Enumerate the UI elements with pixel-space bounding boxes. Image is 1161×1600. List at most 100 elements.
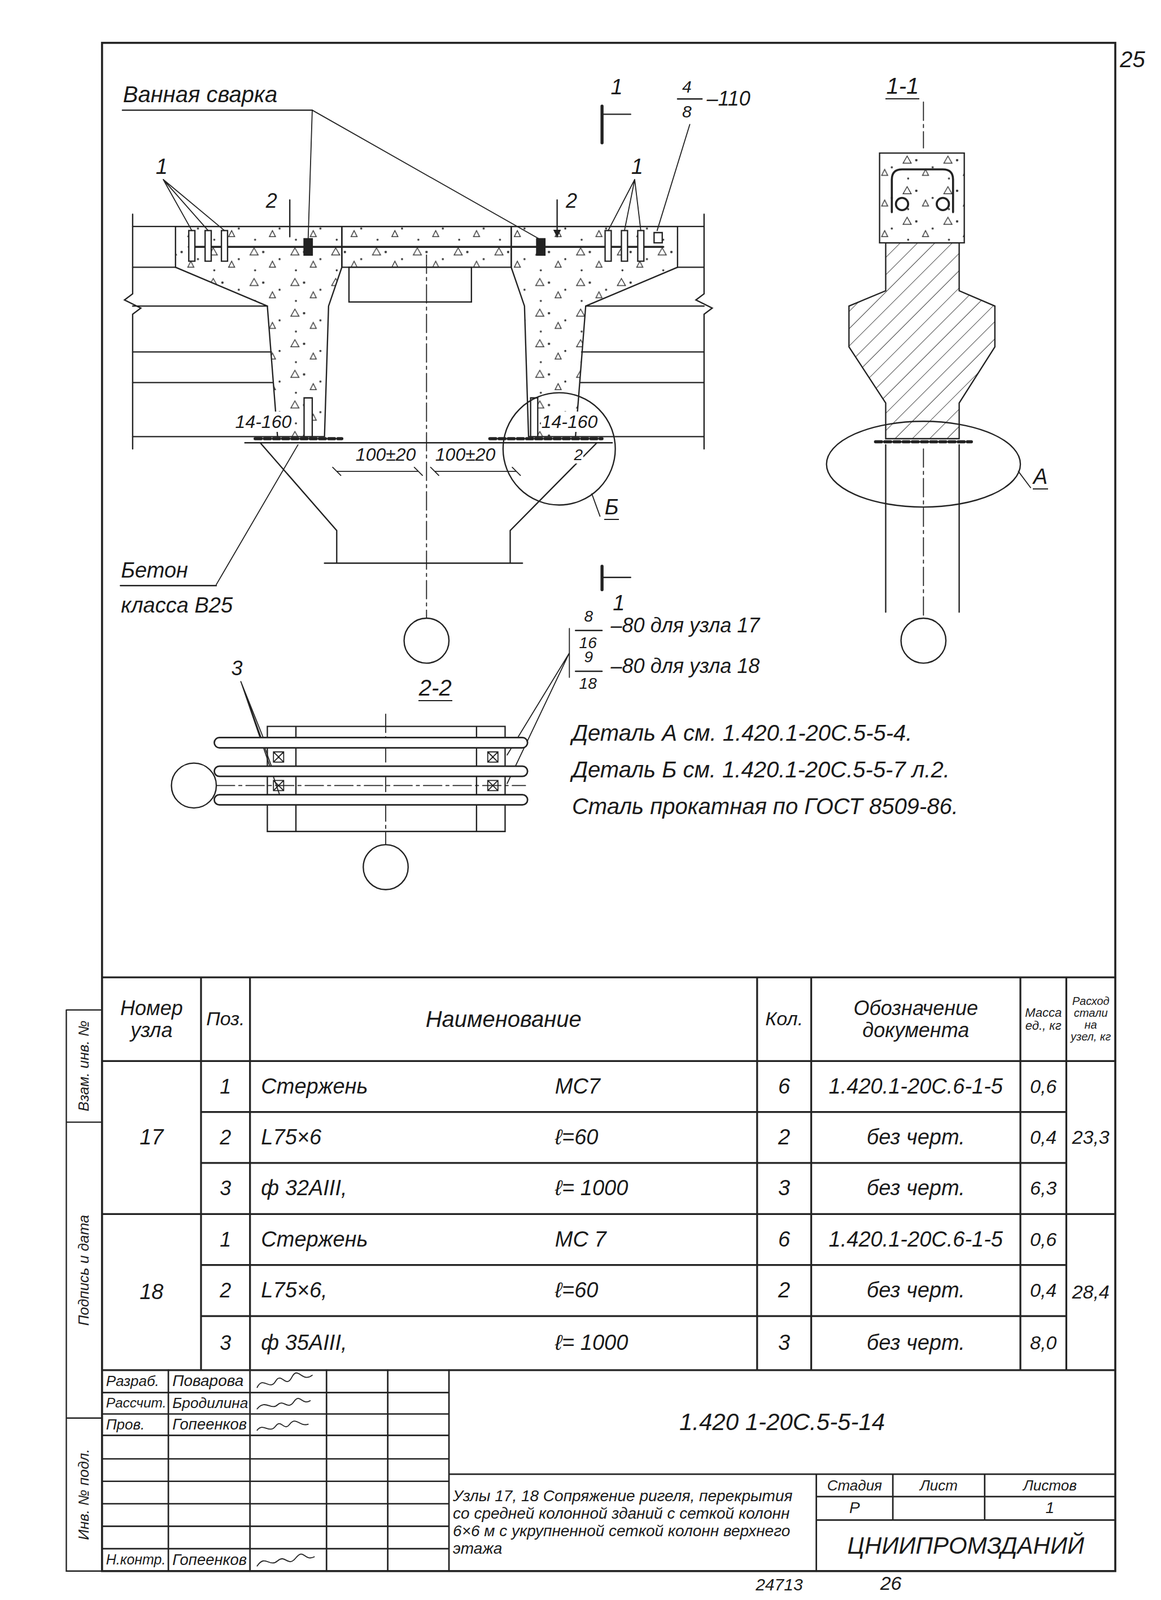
table-cell: ℓ= 1000 [554, 1176, 630, 1201]
title-block-text: Бродилина [171, 1395, 249, 1412]
section-mark: 1 [610, 75, 624, 99]
table-cell: 3 [219, 1332, 232, 1355]
note: Бетон [120, 559, 189, 583]
margin-strip [66, 1010, 102, 1572]
axis-circle [171, 763, 217, 809]
title-block-text: Рассчит. [105, 1395, 168, 1412]
fraction-digit: 18 [578, 675, 598, 693]
title-block-text: Пров. [102, 1414, 169, 1437]
table-cell: 3 [201, 1163, 251, 1215]
table-cell: 0,4 [1020, 1265, 1067, 1317]
fraction-digit: 4 [681, 77, 693, 96]
weld-size: –80 для узла 17 [610, 613, 761, 637]
table-cell: 0,4 [1020, 1112, 1067, 1164]
document-code: 1.420 1-20С.5-5-14 [678, 1409, 886, 1436]
table-cell: 0,4 [1029, 1127, 1058, 1149]
title-block-text: Бродилина [168, 1393, 251, 1415]
dimension: 100±20 [434, 444, 497, 465]
table-cell: 18 [102, 1214, 202, 1370]
page-number: 25 [1119, 46, 1146, 72]
table-cell: без черт. [866, 1125, 966, 1150]
margin-stamp: Подпись и дата [75, 1214, 93, 1327]
table-header: Кол. [764, 1008, 804, 1030]
table-cell: 1 [219, 1075, 232, 1099]
table-header: Кол. [757, 977, 812, 1062]
section-mark: 1 [610, 75, 624, 100]
table-cell: 3 [201, 1316, 251, 1371]
table-cell: 3 [757, 1163, 812, 1215]
column-capital [245, 442, 613, 563]
signature-scribble [256, 1373, 314, 1567]
section-title: 2-2 [418, 675, 453, 702]
dimension-line [332, 467, 521, 476]
axis-circle [901, 618, 947, 664]
table-cell: без черт. [866, 1176, 966, 1201]
title-block-text: Гопеенков [168, 1548, 251, 1572]
margin-stamp: Взам. инв. № [75, 1020, 93, 1113]
note: класса В25 [120, 593, 234, 618]
table-header: Обозначение документа [811, 977, 1021, 1062]
table-cell: 1 [201, 1061, 251, 1112]
note: Деталь Б см. 1.420.1-20С.5-5-7 л.2. [571, 757, 951, 783]
table-cell: без черт. [811, 1316, 1021, 1371]
weld-size: –80 для узла 18 [610, 655, 761, 678]
table-cell: ф 32АIII, [260, 1176, 348, 1201]
support-plate [875, 440, 972, 444]
table-cell: 0,6 [1029, 1229, 1058, 1251]
section-title: 2-2 [418, 675, 453, 701]
note: Деталь А см. 1.420.1-20С.5-5-4. [571, 720, 914, 746]
slab-section [879, 153, 965, 243]
table-cell: 3 [777, 1176, 791, 1201]
section-cut [600, 106, 604, 591]
table-cell: 2 [201, 1265, 251, 1317]
dimension: 14-160 [234, 411, 293, 432]
table-cell: ℓ= 1000 [551, 1163, 758, 1215]
section-title: 1-1 [885, 73, 920, 100]
table-cell: 2 [219, 1126, 232, 1150]
weld-size: –80 для узла 17 [610, 614, 761, 637]
table-header: Наименование [250, 977, 758, 1062]
fraction-digit: 9 [583, 648, 595, 667]
table-cell: 1 [219, 1228, 232, 1252]
section-mark: 2 [565, 189, 578, 213]
title-block-text: Стадия [826, 1477, 883, 1495]
callout-number: 1 [630, 154, 644, 179]
break-line [124, 214, 713, 449]
table-header: Расход стали на узел, кг [1069, 995, 1112, 1043]
fraction-digit: 8 [681, 102, 693, 121]
table-cell: 18 [138, 1280, 164, 1305]
rebar-bar [214, 737, 528, 805]
table-cell: без черт. [866, 1279, 966, 1303]
dimension: 14-160 [540, 411, 599, 432]
table-header: Поз. [201, 977, 251, 1062]
title-block-text: Листов [984, 1474, 1116, 1497]
note: класса В25 [120, 594, 234, 618]
table-cell: Стержень [256, 1214, 546, 1265]
fraction-digit: 4 [681, 77, 693, 96]
note: Сталь прокатная по ГОСТ 8509-86. [571, 793, 959, 819]
title-block-text: Лист [892, 1474, 985, 1497]
dimension: 14-160 [234, 412, 293, 432]
title-block-text: Гопеенков [168, 1414, 251, 1437]
detail-mark: Б [604, 495, 620, 521]
sheet-frame [102, 42, 1116, 1572]
fraction-digit: 8 [583, 608, 595, 626]
organization-name: ЦНИИПРОМЗДАНИЙ [847, 1533, 1085, 1560]
table-cell: ф 35АIII, [260, 1331, 348, 1356]
table-cell: ℓ=60 [554, 1279, 600, 1303]
callout-number: 2 [573, 446, 584, 464]
table-cell: 6 [777, 1075, 791, 1099]
table-header: Номер узла [102, 977, 202, 1062]
callout-number: 1 [630, 155, 644, 180]
table-cell: 2 [777, 1279, 791, 1303]
section-mark: 2 [565, 189, 578, 213]
table-cell: 6,3 [1029, 1177, 1058, 1199]
table-cell: ℓ= 1000 [551, 1316, 758, 1371]
weld-size: –110 [705, 87, 751, 111]
table-cell: без черт. [811, 1163, 1021, 1215]
table-cell: L75×6 [256, 1112, 546, 1164]
table-cell: 2 [757, 1265, 812, 1317]
organization-name: ЦНИИПРОМЗДАНИЙ [816, 1520, 1116, 1571]
archive-number: 26 [879, 1573, 903, 1595]
